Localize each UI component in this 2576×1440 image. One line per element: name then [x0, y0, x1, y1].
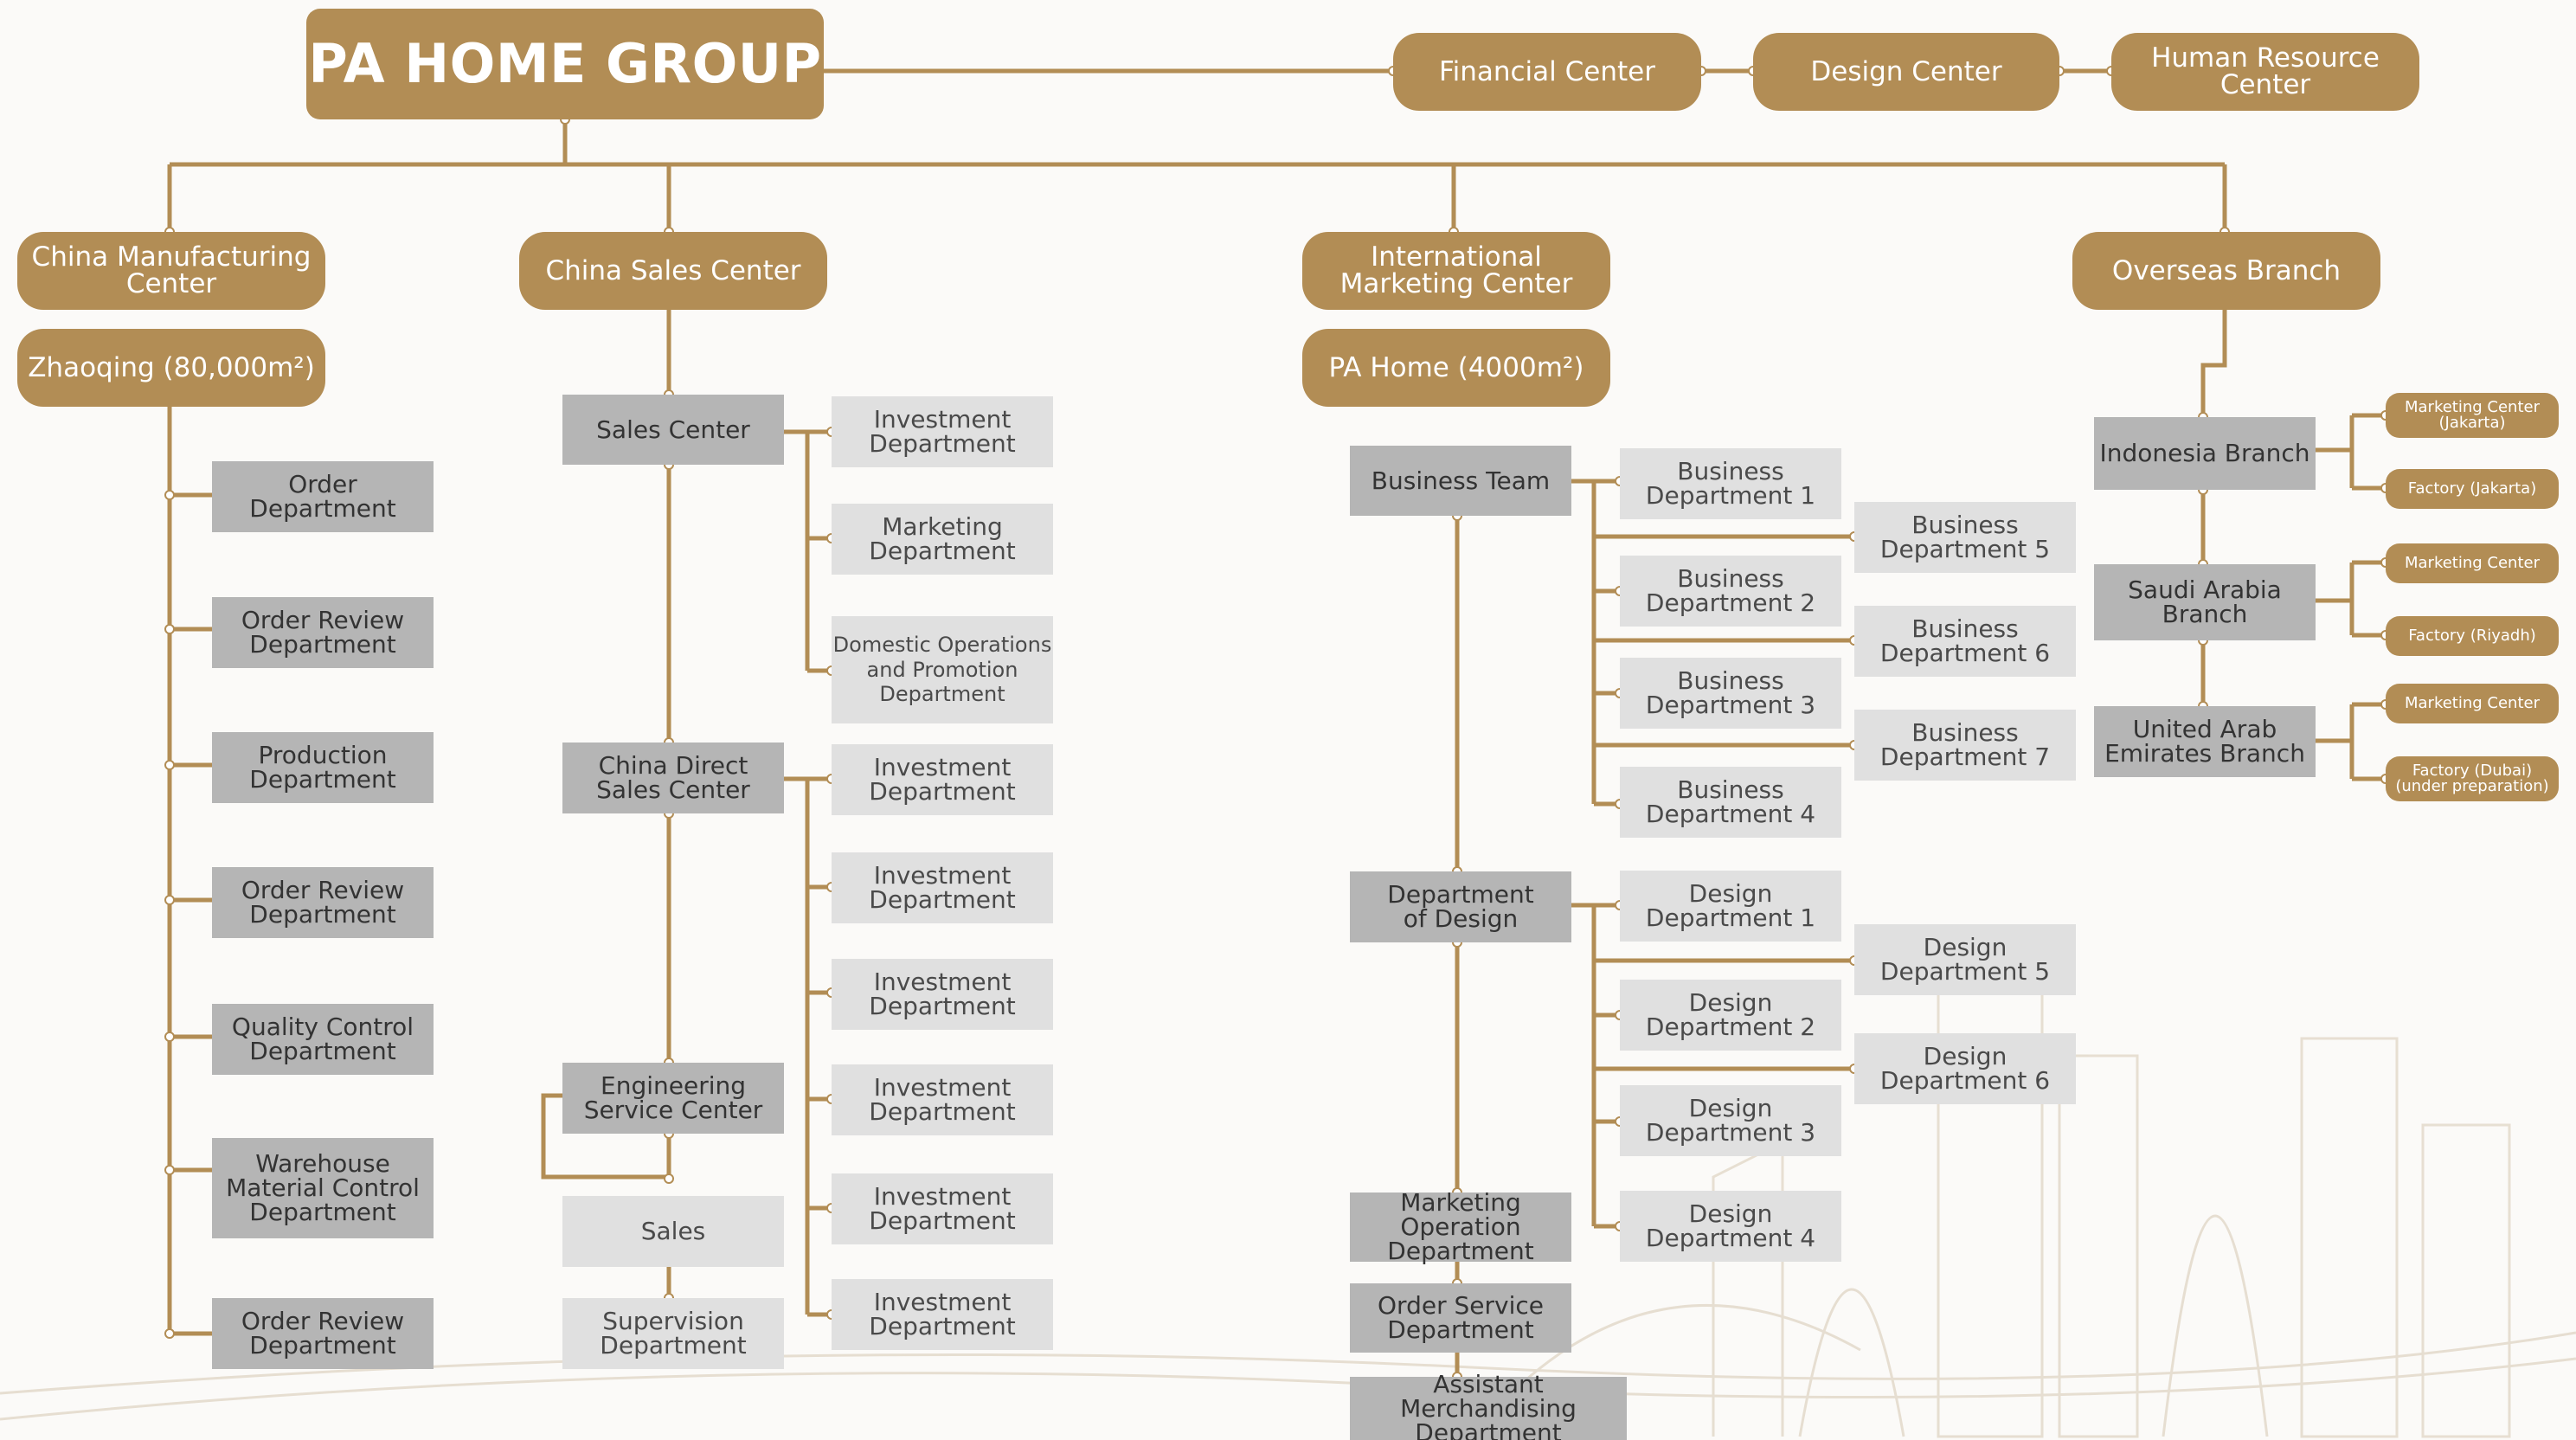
group-title: PA HOME GROUP — [306, 9, 824, 119]
investment-department: Investment Department — [832, 852, 1053, 923]
uae-branch: United Arab Emirates Branch — [2094, 706, 2316, 777]
business-department-3: Business Department 3 — [1620, 658, 1841, 729]
indonesia-branch: Indonesia Branch — [2094, 417, 2316, 490]
department-of-design: Department of Design — [1350, 871, 1571, 942]
zhaoqing-site: Zhaoqing (80,000m²) — [17, 329, 325, 407]
business-department-2: Business Department 2 — [1620, 556, 1841, 627]
marketing-center-dubai: Marketing Center — [2386, 684, 2559, 723]
overseas-branch: Overseas Branch — [2072, 232, 2380, 310]
engineering-service-center: Engineering Service Center — [562, 1063, 784, 1134]
investment-department: Investment Department — [832, 959, 1053, 1030]
tree-lines — [167, 68, 2386, 1377]
order-department: Order Department — [212, 461, 434, 532]
design-department-3: Design Department 3 — [1620, 1085, 1841, 1156]
supervision-department: Supervision Department — [562, 1298, 784, 1369]
investment-department: Investment Department — [832, 396, 1053, 467]
order-review-department: Order Review Department — [212, 597, 434, 668]
quality-control-department: Quality Control Department — [212, 1004, 434, 1075]
china-manufacturing-center: China Manufacturing Center — [17, 232, 325, 310]
production-department: Production Department — [212, 732, 434, 803]
business-department-5: Business Department 5 — [1854, 502, 2076, 573]
order-review-department: Order Review Department — [212, 867, 434, 938]
design-department-6: Design Department 6 — [1854, 1033, 2076, 1104]
business-department-7: Business Department 7 — [1854, 710, 2076, 781]
pa-home-site: PA Home (4000m²) — [1302, 329, 1610, 407]
investment-department: Investment Department — [832, 1279, 1053, 1350]
financial-center: Financial Center — [1393, 33, 1701, 111]
investment-department: Investment Department — [832, 744, 1053, 815]
order-service-department: Order Service Department — [1350, 1283, 1571, 1353]
sales-subunit: Sales — [562, 1196, 784, 1267]
saudi-arabia-branch: Saudi Arabia Branch — [2094, 564, 2316, 640]
marketing-center-riyadh: Marketing Center — [2386, 543, 2559, 583]
business-department-6: Business Department 6 — [1854, 606, 2076, 677]
design-department-5: Design Department 5 — [1854, 924, 2076, 995]
design-department-1: Design Department 1 — [1620, 871, 1841, 942]
domestic-operations-department: Domestic Operations and Promotion Depart… — [832, 616, 1053, 723]
marketing-department: Marketing Department — [832, 504, 1053, 575]
human-resource-center: Human Resource Center — [2111, 33, 2419, 111]
design-department-2: Design Department 2 — [1620, 980, 1841, 1051]
order-review-department: Order Review Department — [212, 1298, 434, 1369]
china-direct-sales-center: China Direct Sales Center — [562, 742, 784, 813]
sales-center: Sales Center — [562, 395, 784, 465]
business-department-4: Business Department 4 — [1620, 767, 1841, 838]
design-department-4: Design Department 4 — [1620, 1191, 1841, 1262]
international-marketing-center: International Marketing Center — [1302, 232, 1610, 310]
design-center: Design Center — [1753, 33, 2059, 111]
marketing-operation-department: Marketing Operation Department — [1350, 1191, 1571, 1263]
factory-jakarta: Factory (Jakarta) — [2386, 469, 2559, 509]
investment-department: Investment Department — [832, 1173, 1053, 1244]
china-sales-center: China Sales Center — [519, 232, 827, 310]
warehouse-material-control-department: Warehouse Material Control Department — [212, 1138, 434, 1238]
business-team: Business Team — [1350, 446, 1571, 516]
business-department-1: Business Department 1 — [1620, 448, 1841, 519]
assistant-merchandising-department: Assistant Merchandising Department — [1350, 1372, 1627, 1440]
factory-dubai: Factory (Dubai) (under preparation) — [2386, 756, 2559, 801]
investment-department: Investment Department — [832, 1064, 1053, 1135]
factory-riyadh: Factory (Riyadh) — [2386, 616, 2559, 656]
marketing-center-jakarta: Marketing Center (Jakarta) — [2386, 393, 2559, 438]
